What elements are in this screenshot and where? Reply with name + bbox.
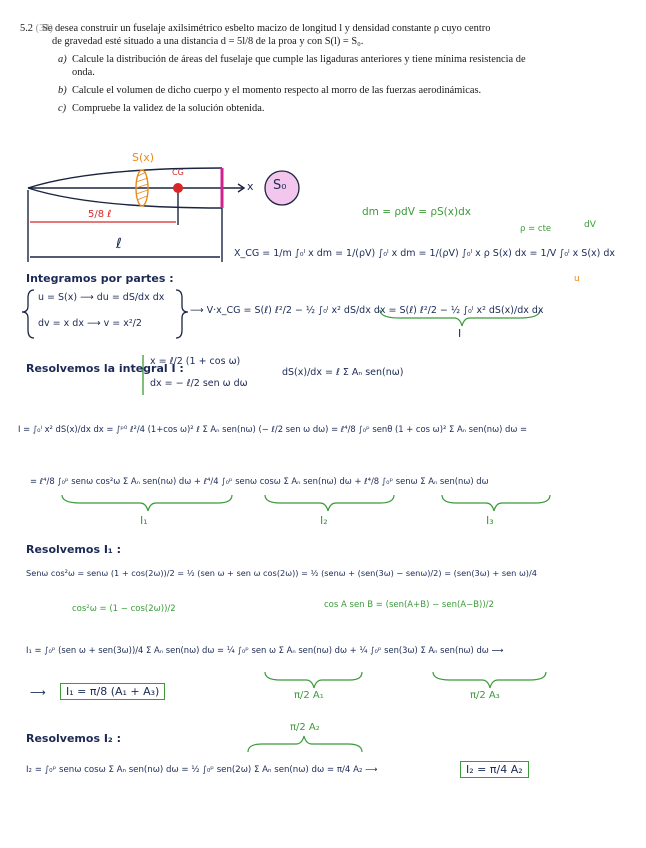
item-c: c) Compruebe la validez de la solución o… [58,103,265,114]
I1-result-arrow: ⟶ [30,686,46,699]
A3-note: π/2 A₃ [470,690,500,701]
end-section-circle [264,170,300,206]
A1-note: π/2 A₁ [294,690,324,701]
brace-A2 [247,735,363,753]
problem-number: 5.2 (34) [20,23,53,34]
x-axis-arrow [237,183,246,193]
cg-distance-label: 5/8 ℓ [88,209,112,220]
parts-brace-right [175,289,189,339]
I2-equation: I₂ = ∫₀ᵖ senω cosω Σ Aₙ sen(nω) dω = ½ ∫… [26,765,378,775]
brace-I [379,309,541,327]
I1-mark: I₁ [140,514,148,527]
parts-heading: Integramos por partes : [26,272,174,285]
I-mark: I [458,327,462,340]
u-note: u [574,274,580,284]
brace-I3 [441,494,551,512]
resolve-I-heading: Resolvemos la integral I : [26,362,184,375]
I-equation: I = ∫₀ˡ x² dS(x)/dx dx = ∫ᵖ⁰ ℓ²/4 (1+cos… [18,424,528,434]
cg-marker [173,183,183,193]
resolve-I2-heading: Resolvemos I₂ : [26,732,121,745]
subst-x: x = ℓ/2 (1 + cos ω) [150,356,241,367]
brace-A3 [432,671,547,689]
brace-I1 [61,494,233,512]
parts-u: u = S(x) ⟶ du = dS/dx dx [38,292,165,303]
so-label: S₀ [273,178,287,193]
statement-line-2: de gravedad esté situado a una distancia… [52,36,364,47]
cos2-note: cos²ω = (1 − cos(2ω))/2 [72,604,176,614]
I-expansion: = ℓ⁴/8 ∫₀ᵖ senω cos²ω Σ Aₙ sen(nω) dω + … [30,476,489,486]
item-b: b) Calcule el volumen de dicho cuerpo y … [58,85,482,96]
cosAsenB-note: cos A sen B = (sen(A+B) − sen(A−B))/2 [324,600,494,610]
item-a: a) Calcule la distribución de áreas del … [58,54,526,78]
problem-ref: (34) [35,23,53,34]
subst-dx: dx = − ℓ/2 sen ω dω [150,378,248,389]
parts-brace-left [21,289,35,339]
dm-note: dm = ρdV = ρS(x)dx [362,206,471,218]
parts-result: ⟶ V·x_CG = S(ℓ) ℓ²/2 − ½ ∫₀ˡ x² dS/dx dx… [190,305,544,316]
A2-note: π/2 A₂ [290,722,320,733]
parts-dv: dv = x dx ⟶ v = x²/2 [38,318,142,329]
resolve-I1-heading: Resolvemos I₁ : [26,543,121,556]
problem-statement: 5.2 (34) Se desea construir un fuselaje … [20,22,617,115]
brace-A1 [264,671,363,689]
length-label: ℓ [116,236,122,252]
fuselage-lower-contour [27,187,223,209]
statement-line-1: Se desea construir un fuselaje axilsimét… [42,23,491,34]
dv-note: dV [584,220,596,230]
subst-ds: dS(x)/dx = ℓ Σ Aₙ sen(nω) [282,367,404,378]
xcg-equation: X_CG = 1/m ∫₀ˡ x dm = 1/(ρV) ∫₀ˡ x dm = … [234,248,616,259]
brace-I2 [264,494,395,512]
I1-equation: I₁ = ∫₀ᵖ (sen ω + sen(3ω))/4 Σ Aₙ sen(nω… [26,645,504,655]
I2-result: I₂ = π/4 A₂ [460,761,529,778]
trig-equation: Senω cos²ω = senω (1 + cos(2ω))/2 = ½ (s… [26,568,537,578]
x-axis-label: x [247,180,254,193]
section-label: S(x) [132,151,155,164]
I1-result: I₁ = π/8 (A₁ + A₃) [60,683,166,700]
I2-mark: I₂ [320,514,328,527]
fuselage-upper-contour [27,167,223,189]
rho-note: ρ = cte [520,224,552,234]
section-hatch [135,171,149,201]
cg-label: CG [172,168,184,177]
I3-mark: I₃ [486,514,494,527]
